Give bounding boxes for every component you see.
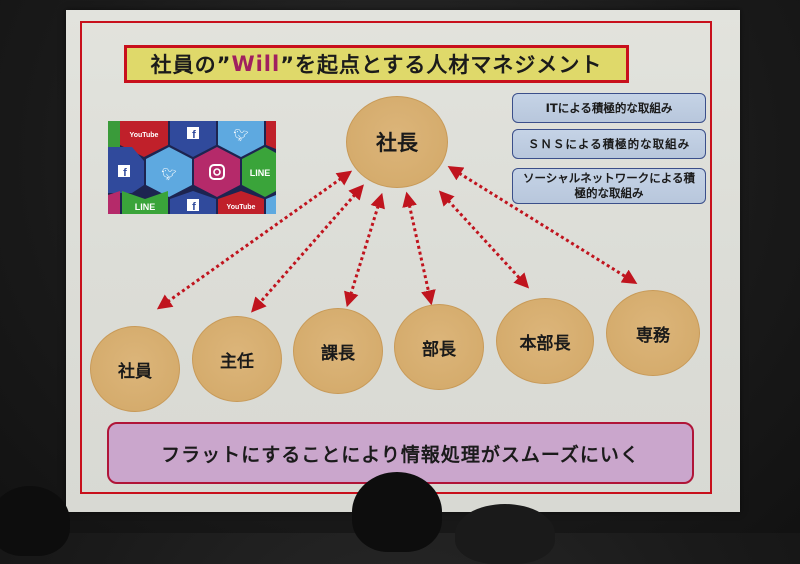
audience-head-left (0, 486, 70, 556)
node-label: 社員 (118, 361, 152, 382)
svg-text:🐦︎: 🐦︎ (233, 128, 248, 142)
title-prefix: 社員の” (150, 53, 232, 77)
projector-screen: 社員の”Will”を起点とする人材マネジメント YouTube f 🐦︎ (66, 10, 740, 512)
svg-text:LINE: LINE (135, 202, 156, 212)
node-division-head: 本部長 (496, 298, 594, 384)
svg-text:f: f (192, 129, 196, 141)
bottom-message: フラットにすることにより情報処理がスムーズにいく (161, 443, 640, 466)
audience-head-center (352, 472, 442, 552)
node-label: 主任 (220, 351, 254, 372)
svg-text:YouTube: YouTube (130, 132, 159, 139)
node-president: 社長 (346, 96, 448, 188)
node-label: 部長 (422, 339, 456, 360)
node-department-manager: 部長 (394, 304, 484, 390)
svg-text:f: f (123, 167, 127, 179)
node-section-manager: 課長 (293, 308, 383, 394)
node-label: 本部長 (519, 333, 571, 354)
info-box-sns: ＳＮＳによる積極的な取組み (512, 129, 706, 159)
node-senior-director: 専務 (606, 290, 700, 376)
info-box-it: ITによる積極的な取組み (512, 93, 706, 123)
slide-title: 社員の”Will”を起点とする人材マネジメント (124, 45, 629, 83)
info-box-label: ＳＮＳによる積極的な取組み (527, 136, 691, 151)
node-label: 専務 (636, 325, 670, 346)
node-label: 課長 (321, 343, 355, 364)
node-chief: 主任 (192, 316, 282, 402)
node-label: 社長 (376, 131, 418, 155)
bidirectional-arrows-icon (156, 166, 638, 313)
node-employee: 社員 (90, 326, 180, 412)
audience-head-right (455, 504, 555, 564)
title-highlight-will: Will (231, 52, 281, 76)
info-box-label: ITによる積極的な取組み (545, 100, 673, 115)
title-suffix: ”を起点とする人材マネジメント (280, 53, 603, 77)
